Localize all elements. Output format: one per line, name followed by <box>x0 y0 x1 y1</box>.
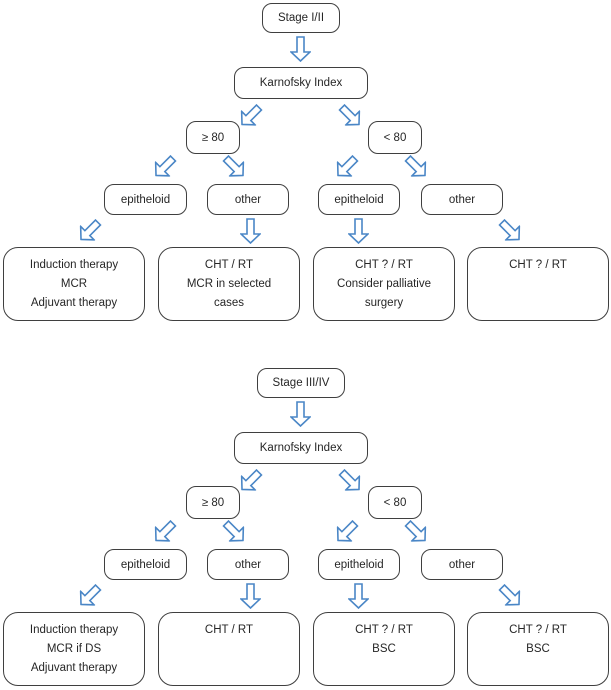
flowchart-stage-1-2: Stage I/II Karnofsky Index ≥ 80 < 80 epi… <box>0 0 611 325</box>
arrow-down-left-icon <box>330 150 363 183</box>
histology-other-box: other <box>421 184 503 215</box>
stage-box: Stage III/IV <box>257 368 345 398</box>
arrow-down-icon <box>240 218 261 244</box>
outcome-box: Induction therapy MCR if DS Adjuvant the… <box>3 612 145 686</box>
arrow-down-icon <box>240 583 261 609</box>
kps-ge80-box: ≥ 80 <box>186 486 240 519</box>
stage-box: Stage I/II <box>262 3 340 33</box>
outcome-line <box>468 659 608 678</box>
arrow-down-left-icon <box>148 150 181 183</box>
outcome-line <box>468 275 608 294</box>
outcome-line <box>159 659 299 678</box>
histology-other-box: other <box>207 184 289 215</box>
karnofsky-index-box: Karnofsky Index <box>234 432 368 464</box>
outcome-line: Adjuvant therapy <box>30 297 118 309</box>
outcome-line <box>314 659 454 678</box>
karnofsky-index-box: Karnofsky Index <box>234 67 368 99</box>
outcome-line <box>468 294 608 313</box>
outcome-line: MCR in selected <box>186 278 272 290</box>
kps-ge80-box: ≥ 80 <box>186 121 240 154</box>
outcome-line: BSC <box>526 643 550 655</box>
outcome-box: CHT / RT MCR in selected cases <box>158 247 300 321</box>
kps-lt80-box: < 80 <box>368 121 422 154</box>
outcome-line: CHT ? / RT <box>355 624 413 636</box>
outcome-line: CHT ? / RT <box>509 624 567 636</box>
outcome-line <box>159 640 299 659</box>
histology-other-box: other <box>421 549 503 580</box>
arrow-down-right-icon <box>334 464 367 497</box>
arrow-down-right-icon <box>334 99 367 132</box>
outcome-box: CHT ? / RT Consider palliative surgery <box>313 247 455 321</box>
outcome-line: MCR <box>60 278 88 290</box>
arrow-down-right-icon <box>218 515 251 548</box>
outcome-box: Induction therapy MCR Adjuvant therapy <box>3 247 145 321</box>
outcome-line: CHT ? / RT <box>509 259 567 271</box>
histology-epitheloid-box: epitheloid <box>318 549 400 580</box>
outcome-box: CHT ? / RT <box>467 247 609 321</box>
arrow-down-left-icon <box>148 515 181 548</box>
kps-lt80-box: < 80 <box>368 486 422 519</box>
outcome-line: BSC <box>372 643 396 655</box>
histology-epitheloid-box: epitheloid <box>104 549 187 580</box>
arrow-down-right-icon <box>494 579 527 612</box>
arrow-down-icon <box>290 36 311 62</box>
arrow-down-left-icon <box>330 515 363 548</box>
arrow-down-right-icon <box>400 515 433 548</box>
flowchart-stage-3-4: Stage III/IV Karnofsky Index ≥ 80 < 80 e… <box>0 365 611 690</box>
arrow-down-right-icon <box>400 150 433 183</box>
outcome-box: CHT / RT <box>158 612 300 686</box>
arrow-down-icon <box>348 583 369 609</box>
outcome-line: CHT ? / RT <box>355 259 413 271</box>
outcome-line: CHT / RT <box>204 259 254 271</box>
arrow-down-right-icon <box>494 214 527 247</box>
arrow-down-right-icon <box>218 150 251 183</box>
outcome-line: CHT / RT <box>204 624 254 636</box>
histology-epitheloid-box: epitheloid <box>104 184 187 215</box>
outcome-box: CHT ? / RT BSC <box>467 612 609 686</box>
arrow-down-icon <box>290 401 311 427</box>
arrow-down-left-icon <box>73 214 106 247</box>
histology-epitheloid-box: epitheloid <box>318 184 400 215</box>
outcome-line: Induction therapy <box>29 259 119 271</box>
outcome-line: Consider palliative <box>337 278 431 290</box>
outcome-line: cases <box>213 297 245 309</box>
outcome-line: MCR if DS <box>46 643 102 655</box>
outcome-box: CHT ? / RT BSC <box>313 612 455 686</box>
outcome-line: Adjuvant therapy <box>30 662 118 674</box>
arrow-down-left-icon <box>73 579 106 612</box>
histology-other-box: other <box>207 549 289 580</box>
outcome-line: surgery <box>364 297 404 309</box>
outcome-line: Induction therapy <box>29 624 119 636</box>
arrow-down-icon <box>348 218 369 244</box>
